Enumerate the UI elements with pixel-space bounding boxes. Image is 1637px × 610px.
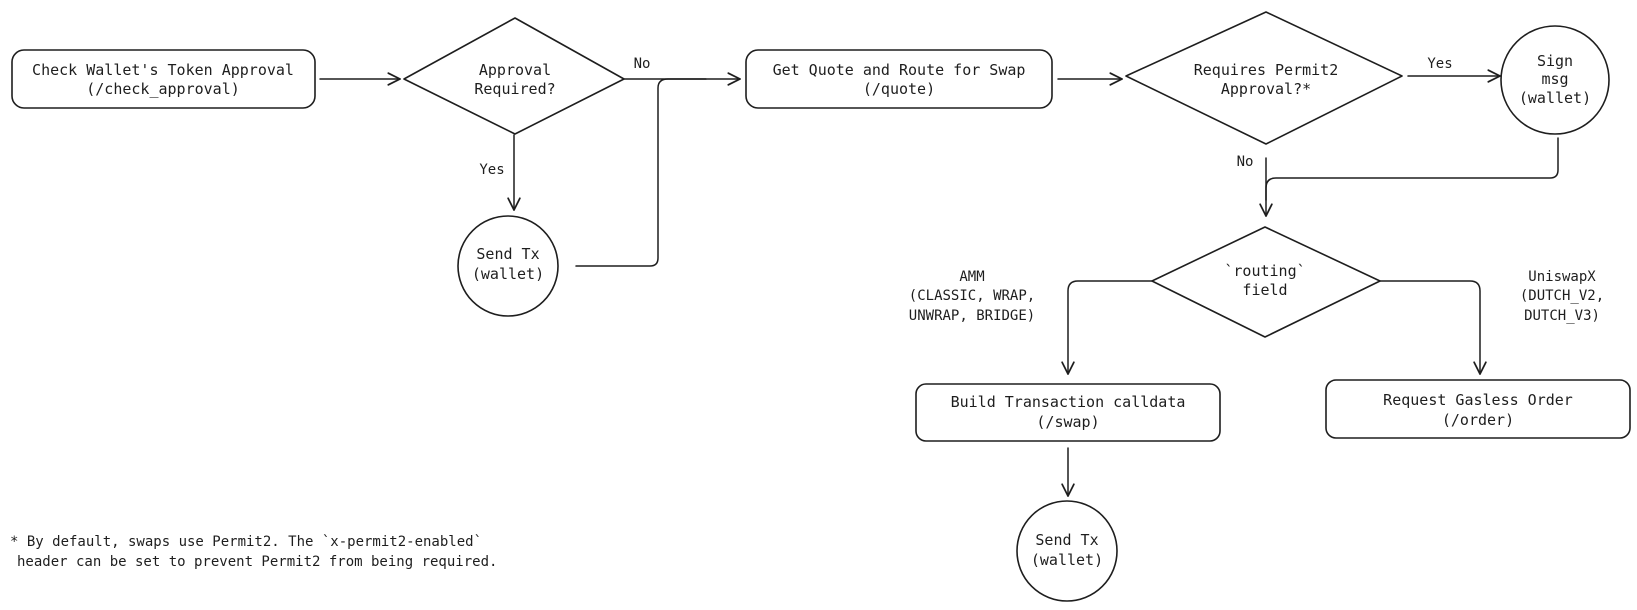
get-quote-title: Get Quote and Route for Swap xyxy=(773,61,1026,79)
uniswapx-label-line2: (DUTCH_V2, xyxy=(1520,288,1604,304)
send-tx-1-actor: (wallet) xyxy=(472,265,544,283)
routing-field-line2: field xyxy=(1242,281,1287,299)
routing-field-line1: `routing` xyxy=(1224,262,1305,280)
amm-label-line3: UNWRAP, BRIDGE) xyxy=(909,308,1035,324)
requires-permit2-decision: Requires Permit2 Approval?* xyxy=(1125,11,1403,145)
approval-required-line2: Required? xyxy=(474,80,555,98)
approval-no-label: No xyxy=(634,56,651,72)
send-tx-1-title: Send Tx xyxy=(476,245,539,263)
gasless-order-endpoint: (/order) xyxy=(1442,411,1514,429)
uniswapx-route-label: UniswapX (DUTCH_V2, DUTCH_V3) xyxy=(1520,269,1604,324)
sign-msg-line1: Sign xyxy=(1537,52,1573,70)
build-transaction-endpoint: (/swap) xyxy=(1036,413,1099,431)
requires-permit2-line1: Requires Permit2 xyxy=(1194,61,1339,79)
footnote-line1: * By default, swaps use Permit2. The `x-… xyxy=(10,534,482,550)
edge-routing-amm xyxy=(1061,280,1153,375)
check-approval-title: Check Wallet's Token Approval xyxy=(32,61,294,79)
gasless-order-title: Request Gasless Order xyxy=(1383,391,1573,409)
approval-required-decision: Approval Required? xyxy=(403,17,625,135)
permit2-footnote: * By default, swaps use Permit2. The `x-… xyxy=(10,534,497,570)
requires-permit2-line2: Approval?* xyxy=(1221,80,1311,98)
permit2-no-label: No xyxy=(1237,154,1254,170)
sign-msg-line2: msg xyxy=(1541,70,1568,88)
get-quote-node: Get Quote and Route for Swap (/quote) xyxy=(745,49,1053,109)
amm-label-line1: AMM xyxy=(959,269,984,285)
uniswapx-label-line3: DUTCH_V3) xyxy=(1524,308,1600,324)
get-quote-endpoint: (/quote) xyxy=(863,80,935,98)
send-tx-2-title: Send Tx xyxy=(1035,531,1098,549)
uniswapx-label-line1: UniswapX xyxy=(1528,269,1596,285)
edge-sendtx-to-quote xyxy=(575,78,707,267)
routing-field-decision: `routing` field xyxy=(1151,226,1381,338)
approval-required-line1: Approval xyxy=(479,61,551,79)
permit2-yes-label: Yes xyxy=(1427,56,1452,72)
amm-route-label: AMM (CLASSIC, WRAP, UNWRAP, BRIDGE) xyxy=(909,269,1035,324)
sign-msg-line3: (wallet) xyxy=(1519,89,1591,107)
send-tx-node-1: Send Tx (wallet) xyxy=(457,215,559,317)
send-tx-2-actor: (wallet) xyxy=(1031,551,1103,569)
edge-sign-to-routing xyxy=(1265,137,1559,201)
send-tx-node-2: Send Tx (wallet) xyxy=(1016,500,1118,602)
approval-yes-label: Yes xyxy=(479,162,504,178)
amm-label-line2: (CLASSIC, WRAP, xyxy=(909,288,1035,304)
edge-routing-uniswapx xyxy=(1379,280,1487,375)
footnote-line2: header can be set to prevent Permit2 fro… xyxy=(17,554,497,570)
sign-msg-node: Sign msg (wallet) xyxy=(1500,25,1610,135)
build-transaction-title: Build Transaction calldata xyxy=(951,393,1186,411)
gasless-order-node: Request Gasless Order (/order) xyxy=(1325,379,1631,439)
check-approval-node: Check Wallet's Token Approval (/check_ap… xyxy=(11,49,316,109)
build-transaction-node: Build Transaction calldata (/swap) xyxy=(915,383,1221,442)
check-approval-endpoint: (/check_approval) xyxy=(86,80,240,98)
